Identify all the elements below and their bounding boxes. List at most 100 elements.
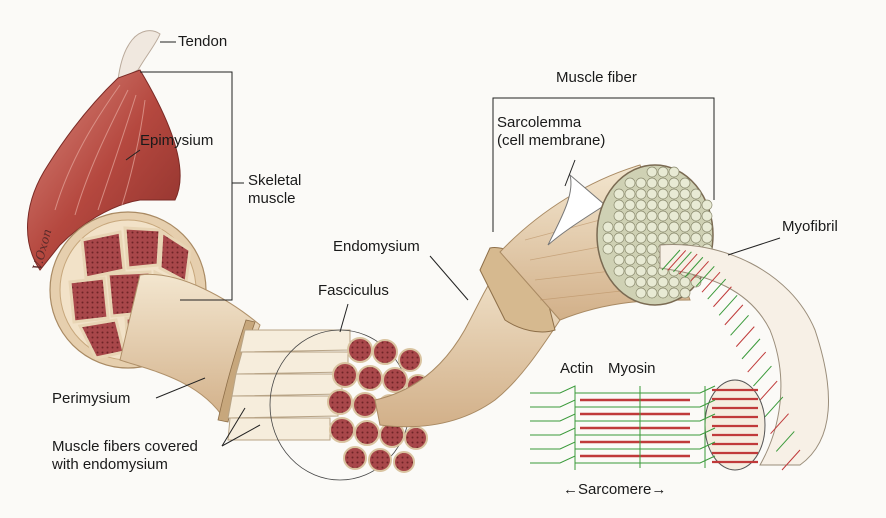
myofibril-band [690, 261, 709, 282]
myofibril-dot [602, 221, 614, 233]
myofibril-band [747, 351, 767, 373]
myofibril-dot [613, 232, 625, 244]
myofibril-dot [624, 254, 636, 266]
label-fasciculus: Fasciculus [318, 282, 389, 299]
myofibril-dot [679, 199, 691, 211]
myofibril-dot [624, 276, 636, 288]
myofibril-dot [701, 221, 713, 233]
myofibril-dot [635, 188, 647, 200]
label-sarcolemma: Sarcolemma (cell membrane) [497, 114, 606, 149]
myofibril-dot [613, 265, 625, 277]
myofibril-dot [624, 232, 636, 244]
myofibril-dot [690, 188, 702, 200]
myofibril-dot [635, 177, 647, 189]
label-myofibril: Myofibril [782, 218, 838, 235]
myofibril-dot [679, 232, 691, 244]
myofibril-dot [657, 210, 669, 222]
myofibril-band [730, 314, 749, 336]
myofibril-dot [668, 221, 680, 233]
myofibril-band [735, 326, 755, 347]
myofibril-dot [635, 221, 647, 233]
myofibril-dot [657, 276, 669, 288]
label-muscle-fiber: Muscle fiber [556, 69, 637, 86]
myofibril-dot [646, 221, 658, 233]
myofibril-band [770, 413, 789, 435]
myofibril-dot [701, 210, 713, 222]
actin-filament [530, 441, 716, 456]
myofibril-dot [613, 221, 625, 233]
myofibril-band [724, 304, 744, 326]
myofibril-dot [646, 177, 658, 189]
myofibril-dot [646, 166, 658, 178]
myofibril-dot [668, 177, 680, 189]
myofibril-dot [657, 188, 669, 200]
myofibril-dot [624, 177, 636, 189]
myofibril-dot [657, 221, 669, 233]
myofibril-dot [679, 188, 691, 200]
myofibril-dot [635, 265, 647, 277]
myofibril-strand [659, 243, 829, 466]
myofibril-dot [613, 254, 625, 266]
sarcolemma-flap [547, 173, 606, 246]
myofibril-band [713, 286, 732, 308]
myofibril-dot [646, 287, 658, 299]
myofibril-dot [646, 276, 658, 288]
myofibril-dot [690, 199, 702, 211]
myofibril-dot [646, 210, 658, 222]
label-epimysium: Epimysium [140, 132, 214, 149]
myofibril-band [701, 271, 721, 293]
myofibril-dot [646, 265, 658, 277]
myofibril-dot [602, 232, 614, 244]
label-muscle-fibers-covered: Muscle fibers covered with endomysium [52, 438, 198, 473]
myofibril-dot [635, 276, 647, 288]
myofibril-dot [679, 177, 691, 189]
myofibril-dot [657, 166, 669, 178]
muscle-striations [54, 84, 146, 216]
myofibril-dot [635, 199, 647, 211]
myofibril-dot [679, 287, 691, 299]
myofibril-dot [624, 221, 636, 233]
myofibril-dot [646, 254, 658, 266]
myofibril-dot [657, 177, 669, 189]
myofibril-dot [635, 243, 647, 255]
myofibril-band [661, 249, 681, 271]
myofibril-dot [646, 188, 658, 200]
myofibril-dot [613, 199, 625, 211]
myofibril-dot [635, 287, 647, 299]
myofibril-dot [657, 232, 669, 244]
myofibril-dot [635, 232, 647, 244]
myofibril-dot [668, 287, 680, 299]
tendon-shape [117, 30, 161, 81]
actin-filament [530, 455, 716, 470]
actin-filament [530, 413, 716, 428]
leader-lines [125, 41, 781, 447]
myofibril-dot [668, 232, 680, 244]
actin-filament [530, 385, 716, 400]
myofibril-dot [701, 199, 713, 211]
myofibril-dot [679, 210, 691, 222]
label-actin: Actin [560, 360, 594, 377]
myofibril-dot [668, 199, 680, 211]
myofibril-dot [668, 210, 680, 222]
label-endomysium: Endomysium [333, 238, 420, 255]
myofibril-dot [657, 199, 669, 211]
myofibril-dot [602, 243, 614, 255]
myofibril-band [673, 251, 692, 273]
myofibril-dot [646, 232, 658, 244]
actin-filament [530, 399, 716, 414]
myofibril-end-bands [712, 388, 758, 464]
myofibril-dot [635, 210, 647, 222]
myofibril-dot [646, 243, 658, 255]
myofibril-band [684, 256, 704, 278]
myofibril-dot [613, 188, 625, 200]
myofibril-dot [679, 276, 691, 288]
myofibril-band [695, 265, 715, 287]
myofibril-dot [690, 210, 702, 222]
myofibril-dot [668, 276, 680, 288]
myofibril-band [775, 431, 795, 452]
myofibril-dot [657, 287, 669, 299]
myofibril-dot [701, 232, 713, 244]
label-skeletal-muscle: Skeletal muscle [248, 172, 302, 207]
